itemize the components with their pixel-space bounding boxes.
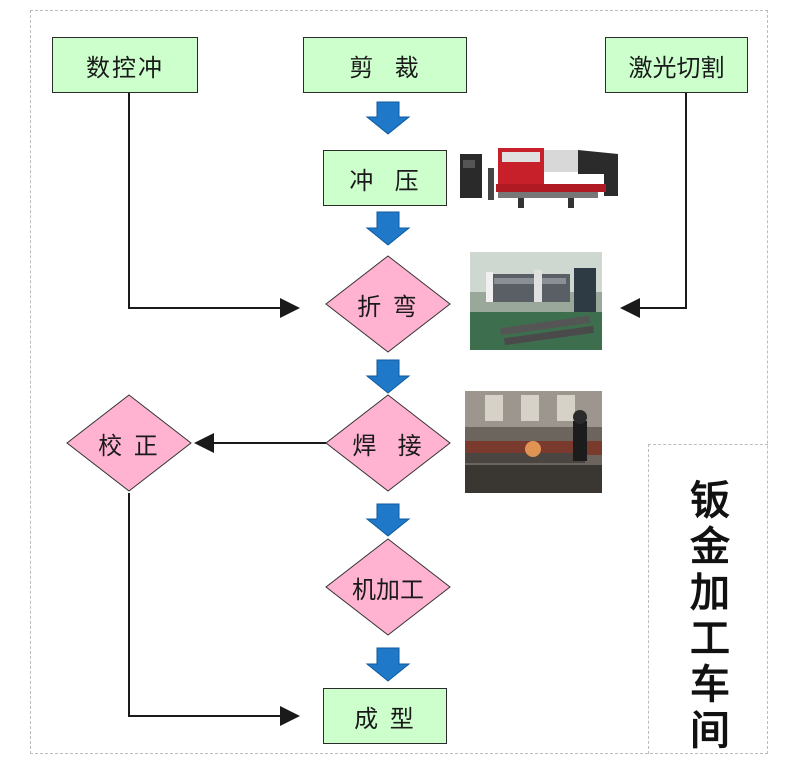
correction-label: 校 正 bbox=[98, 431, 160, 460]
bending-workshop-photo bbox=[470, 252, 602, 350]
down-arrow-5 bbox=[365, 647, 411, 682]
outer-frame bbox=[30, 10, 768, 754]
welding-workshop-photo bbox=[465, 391, 602, 493]
down-arrow-2 bbox=[365, 211, 411, 246]
bending-diamond bbox=[325, 255, 451, 353]
title-char-4: 工 bbox=[690, 616, 730, 662]
title-char-3: 加 bbox=[690, 570, 730, 616]
workshop-title: 钣 金 加 工 车 间 bbox=[685, 478, 735, 754]
machining-label: 机加工 bbox=[352, 575, 424, 604]
down-arrow-4 bbox=[365, 503, 411, 537]
cnc-punch-label: 数控冲 bbox=[86, 53, 164, 82]
down-arrow-1 bbox=[365, 101, 411, 135]
welding-node: 焊 接 bbox=[326, 395, 450, 491]
correction-diamond bbox=[66, 394, 192, 492]
forming-label: 成 型 bbox=[354, 704, 416, 733]
laser-cut-label: 激光切割 bbox=[628, 53, 725, 82]
title-char-1: 钣 bbox=[690, 478, 730, 524]
bending-node: 折 弯 bbox=[326, 256, 450, 352]
shear-label: 剪 裁 bbox=[349, 53, 421, 82]
stamping-box: 冲 压 bbox=[323, 150, 447, 206]
stamping-label: 冲 压 bbox=[349, 166, 421, 195]
title-char-6: 间 bbox=[690, 708, 730, 754]
correction-node: 校 正 bbox=[67, 395, 191, 491]
title-char-2: 金 bbox=[690, 524, 730, 570]
forming-box: 成 型 bbox=[323, 688, 447, 744]
title-frame bbox=[648, 444, 768, 754]
machining-diamond bbox=[325, 538, 451, 636]
machining-node: 机加工 bbox=[326, 539, 450, 635]
cnc-to-bending-line bbox=[128, 93, 300, 318]
shear-box: 剪 裁 bbox=[303, 37, 467, 93]
cnc-punch-box: 数控冲 bbox=[52, 37, 198, 93]
bending-label: 折 弯 bbox=[357, 292, 419, 321]
title-char-5: 车 bbox=[690, 662, 730, 708]
punch-press-photo bbox=[458, 140, 623, 212]
laser-cut-box: 激光切割 bbox=[605, 37, 748, 93]
welding-diamond bbox=[325, 394, 451, 492]
correction-to-forming-line bbox=[128, 493, 300, 726]
down-arrow-3 bbox=[365, 359, 411, 394]
laser-to-bending-line bbox=[620, 93, 687, 318]
welding-label: 焊 接 bbox=[352, 431, 424, 460]
